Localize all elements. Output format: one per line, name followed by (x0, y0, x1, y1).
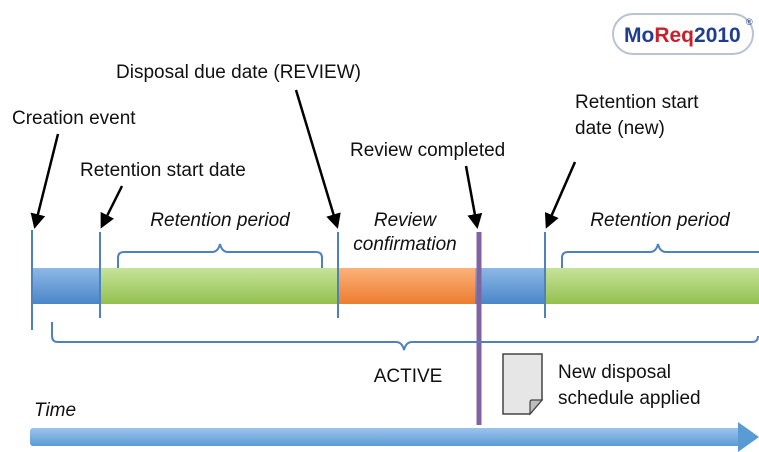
label-retention-period-1: Retention period (150, 210, 291, 231)
segment-initial-blue (32, 268, 100, 304)
arrow-disposal-due (294, 89, 341, 229)
arrow-retention-start-new (544, 161, 577, 229)
active-bracket (51, 322, 759, 351)
registered-mark: ® (746, 17, 753, 27)
label-retention-period-2: Retention period (590, 210, 731, 231)
labels: Creation event Retention start date Disp… (12, 62, 731, 421)
arrow-retention-start (100, 185, 124, 229)
segment-retention-new-green (545, 268, 759, 304)
label-disposal-due: Disposal due date (REVIEW) (116, 62, 361, 83)
retention-period-bracket-2 (561, 243, 759, 268)
label-time: Time (34, 400, 76, 421)
time-arrow-shaft (30, 428, 742, 446)
moreq2010-logo: MoReq2010 ® (612, 13, 754, 55)
label-retention-start-new-line2: date (new) (575, 118, 665, 139)
arrow-creation-event (30, 133, 60, 229)
label-creation-event: Creation event (12, 108, 136, 129)
document-icon (502, 353, 544, 416)
label-active: ACTIVE (374, 366, 443, 387)
logo-text: MoReq2010 (624, 24, 741, 47)
timeline-bar (32, 268, 759, 304)
time-arrow (30, 422, 759, 452)
segment-post-review-blue (475, 268, 545, 304)
label-review-completed: Review completed (350, 140, 505, 161)
label-review-confirmation-line2: confirmation (353, 234, 457, 255)
label-arrows (30, 89, 577, 229)
label-new-schedule-line2: schedule applied (558, 388, 701, 409)
retention-period-bracket-1 (117, 243, 323, 268)
arrow-right-icon (738, 422, 759, 452)
segment-retention-green (100, 268, 338, 304)
segment-review-orange (338, 268, 475, 304)
label-retention-start: Retention start date (80, 160, 246, 181)
label-new-schedule-line1: New disposal (558, 362, 671, 383)
label-retention-start-new-line1: Retention start (575, 92, 699, 113)
timeline-markers (31, 230, 546, 425)
label-review-confirmation-line1: Review (374, 210, 438, 231)
arrow-review-completed (464, 165, 483, 229)
